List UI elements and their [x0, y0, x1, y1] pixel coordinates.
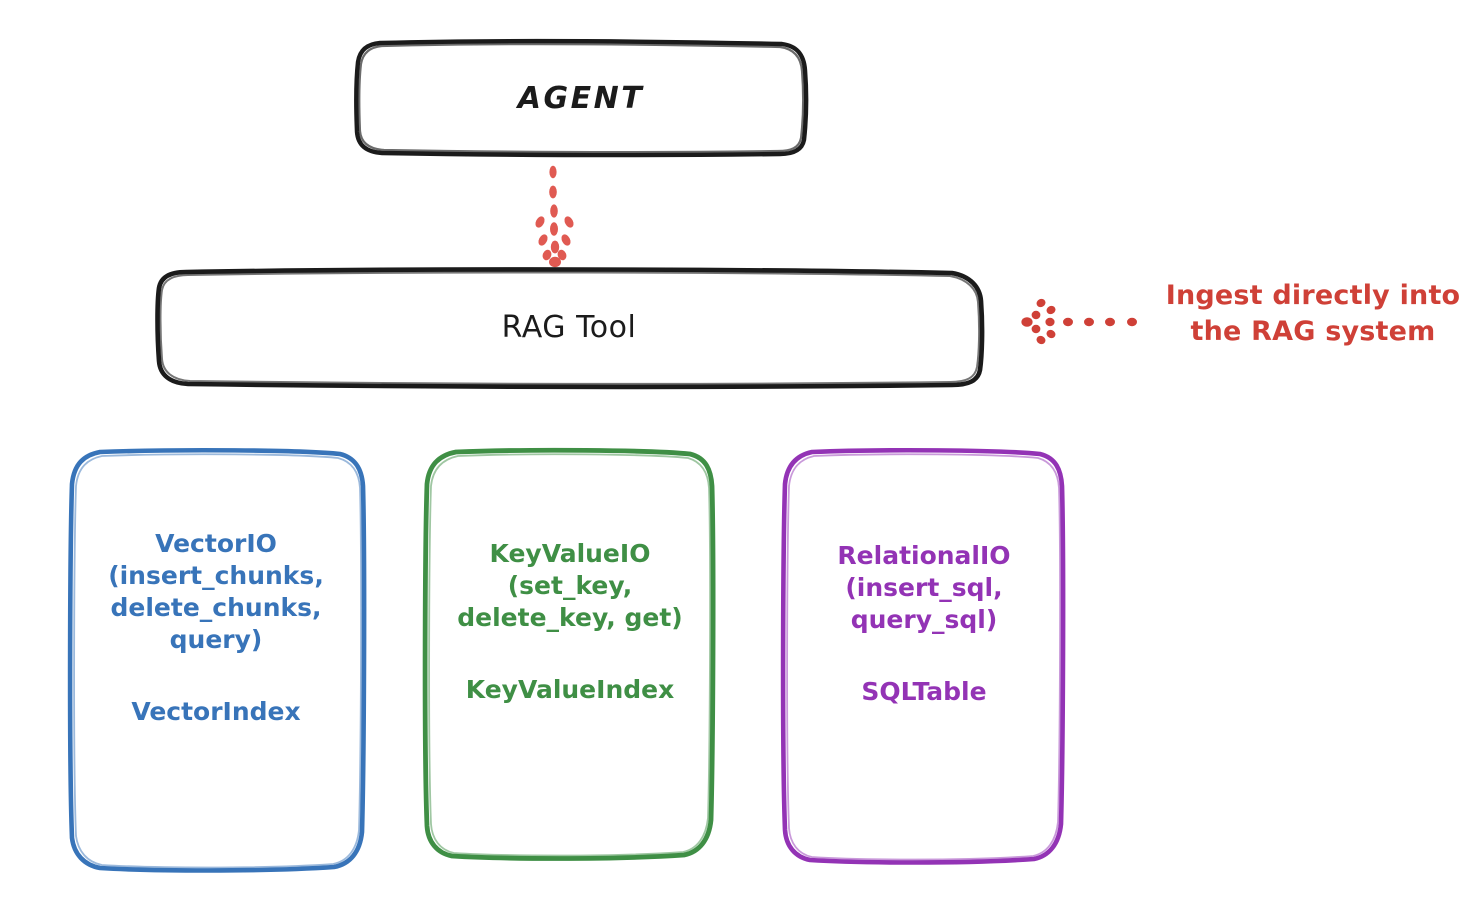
relational-io-box-outline: [780, 447, 1066, 865]
agent-node[interactable]: AGENT: [357, 42, 805, 154]
agent-label: AGENT: [517, 80, 645, 116]
vector-io-node[interactable]: VectorIO (insert_chunks, delete_chunks, …: [70, 450, 362, 870]
relational-io-api-label: RelationalIO (insert_sql, query_sql): [837, 541, 1011, 634]
rag-tool-box-outline: [155, 267, 985, 390]
vector-io-api-label: VectorIO (insert_chunks, delete_chunks, …: [108, 529, 324, 654]
sql-table-label: SQLTable: [861, 677, 987, 706]
key-value-index-label: KeyValueIndex: [465, 675, 675, 704]
ingest-annotation: Ingest directly into the RAG system: [1165, 280, 1461, 348]
rag-tool-node[interactable]: RAG Tool: [156, 270, 982, 384]
vector-index-label: VectorIndex: [131, 697, 301, 726]
vector-io-box-outline: [67, 447, 367, 873]
agent-to-rag-arrow: [535, 165, 574, 268]
key-value-io-api-label: KeyValueIO (set_key, delete_key, get): [457, 539, 683, 632]
agent-box-outline: [354, 38, 809, 158]
relational-io-node[interactable]: RelationalIO (insert_sql, query_sql) SQL…: [784, 450, 1064, 860]
relational-io-text-stack: RelationalIO (insert_sql, query_sql) SQL…: [784, 540, 1064, 708]
ingest-to-rag-arrow: [1021, 298, 1137, 345]
key-value-io-box-outline: [422, 447, 716, 861]
key-value-io-text-stack: KeyValueIO (set_key, delete_key, get) Ke…: [427, 538, 713, 706]
vector-io-text-stack: VectorIO (insert_chunks, delete_chunks, …: [70, 528, 362, 728]
key-value-io-node[interactable]: KeyValueIO (set_key, delete_key, get) Ke…: [427, 450, 713, 856]
rag-tool-label: RAG Tool: [501, 309, 637, 345]
